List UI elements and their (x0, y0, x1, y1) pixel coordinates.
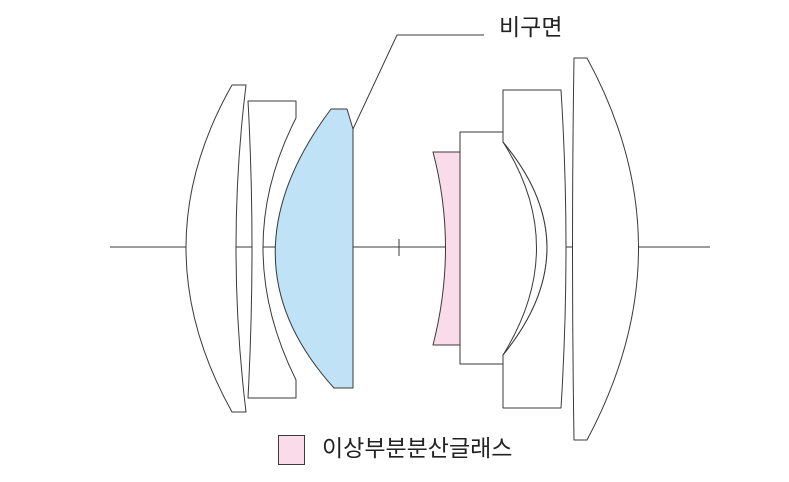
special-dispersion-lens-element (432, 151, 461, 346)
lens-element-5-rear-curve (502, 141, 537, 356)
legend-swatch-special-dispersion (278, 435, 305, 465)
aspherical-lens-element (274, 108, 354, 389)
lens-element-2 (247, 100, 297, 399)
legend-label: 이상부분분산글래스 (322, 436, 513, 462)
lens-element-6 (502, 89, 567, 409)
callout-leader-line (352, 34, 484, 130)
aspherical-callout-label: 비구면 (499, 15, 563, 41)
lens-element-7 (572, 57, 639, 441)
lens-element-1 (185, 84, 247, 413)
